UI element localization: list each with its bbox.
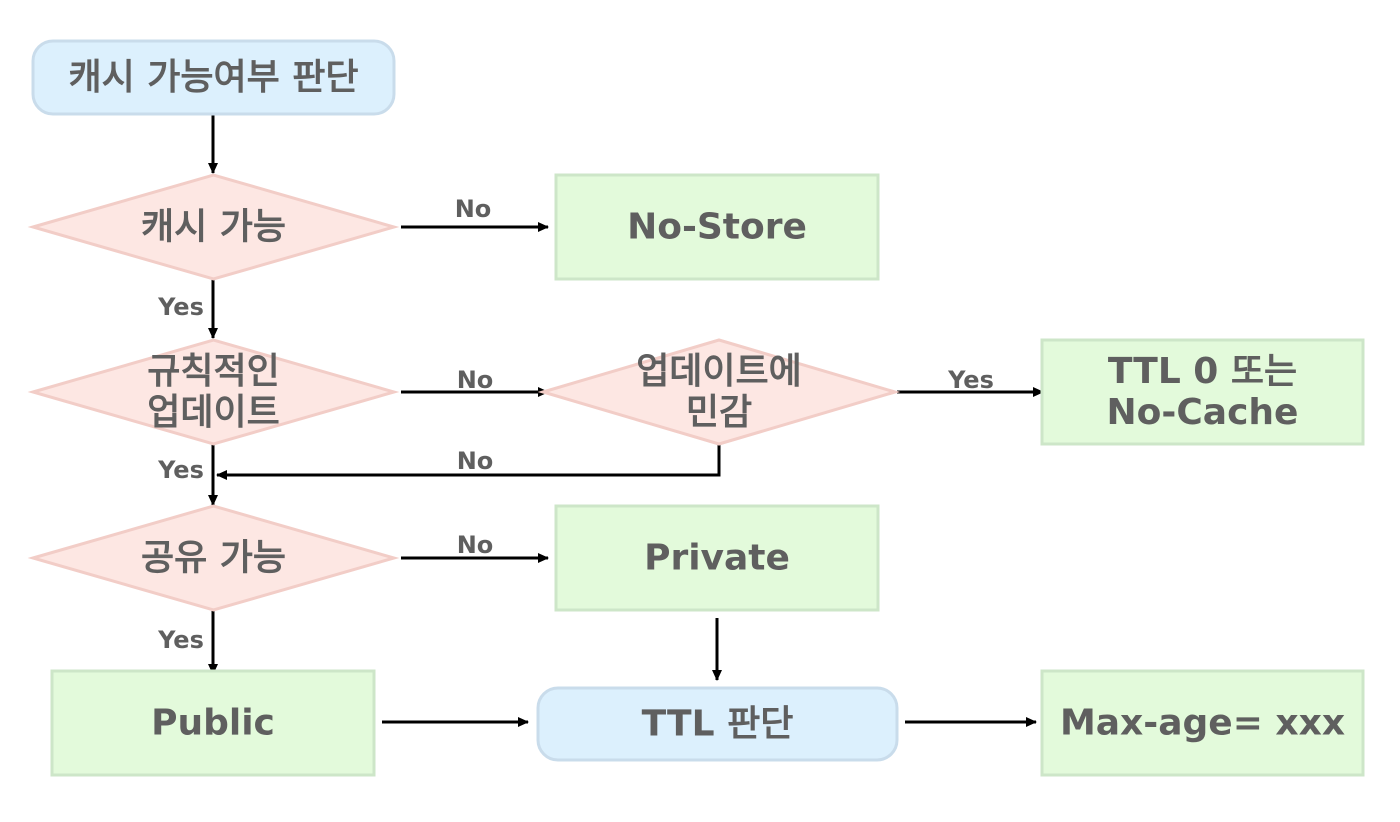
node-label: Public <box>151 703 275 744</box>
node-label: 캐시 가능여부 판단 <box>68 57 358 98</box>
node-label: 업데이트 <box>147 392 279 433</box>
node-label: 캐시 가능 <box>141 207 286 248</box>
node-label: 민감 <box>686 392 752 433</box>
node-label: No-Store <box>627 207 807 248</box>
edge-label-yes: Yes <box>157 456 204 484</box>
edge-label-no: No <box>455 195 492 223</box>
decision-diamond <box>27 338 400 446</box>
process-box <box>554 504 880 612</box>
node-label: 공유 가능 <box>141 538 286 579</box>
node-shareable: 공유 가능 <box>27 504 400 612</box>
decision-diamond <box>537 338 901 446</box>
edge-label-no: No <box>457 531 494 559</box>
node-label: No-Cache <box>1107 392 1299 433</box>
node-label: 업데이트에 <box>636 351 802 392</box>
node-label: Private <box>644 538 790 579</box>
edge-label-yes: Yes <box>157 293 204 321</box>
node-ttl-decide: TTL 판단 <box>536 686 899 762</box>
node-cacheable: 캐시 가능 <box>27 173 400 281</box>
node-start: 캐시 가능여부 판단 <box>31 39 396 116</box>
node-private: Private <box>554 504 880 612</box>
edge-label-no: No <box>457 366 494 394</box>
node-label: TTL 0 또는 <box>1108 351 1297 392</box>
decision-diamond <box>27 504 400 612</box>
process-box <box>50 669 376 777</box>
edge-update-sensitive-to-shareable <box>216 444 721 480</box>
terminal-box <box>31 39 396 116</box>
edge-label-yes: Yes <box>947 366 994 394</box>
edge-label-no: No <box>457 447 494 475</box>
process-box <box>554 173 880 281</box>
process-box <box>1040 669 1365 777</box>
node-label: 규칙적인 <box>147 351 279 392</box>
node-no-store: No-Store <box>554 173 880 281</box>
process-box <box>1040 338 1365 446</box>
decision-diamond <box>27 173 400 281</box>
node-label: Max-age= xxx <box>1060 703 1345 744</box>
edge-label-yes: Yes <box>157 626 204 654</box>
terminal-box <box>536 686 899 762</box>
node-max-age: Max-age= xxx <box>1040 669 1365 777</box>
node-public: Public <box>50 669 376 777</box>
node-label: TTL 판단 <box>642 704 794 745</box>
